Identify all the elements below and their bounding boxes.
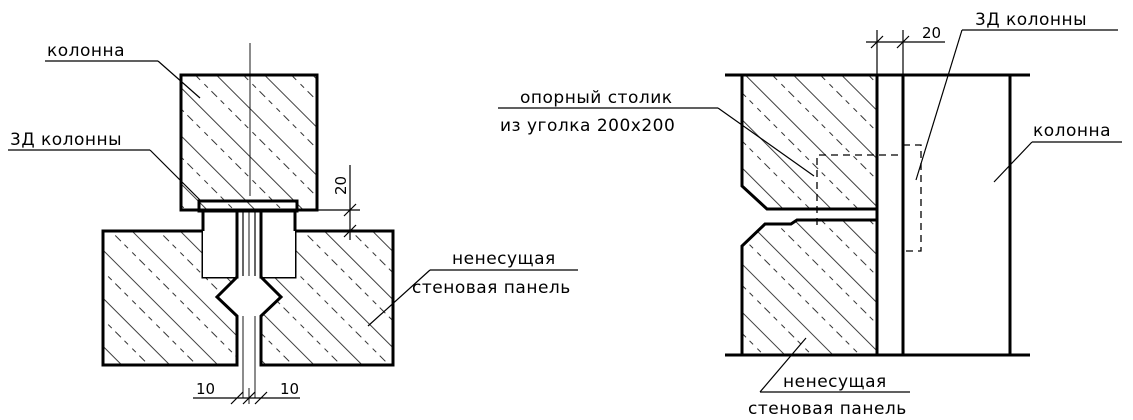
wall-panel-left bbox=[101, 229, 239, 367]
leader-column-right: колонна bbox=[993, 121, 1122, 183]
label-panel-line2-left: стеновая панель bbox=[412, 278, 571, 298]
label-panel-line1-left: ненесущая bbox=[452, 249, 556, 269]
label-panel-line1-right: ненесущая bbox=[783, 372, 887, 392]
leader-column: колонна bbox=[45, 41, 201, 99]
leader-panel-right: ненесущая стеновая панель bbox=[748, 337, 910, 419]
leader-table: опорный столик из уголка 200х200 bbox=[498, 88, 815, 177]
dimension-top-20: 20 bbox=[866, 24, 945, 75]
upper-panel bbox=[740, 75, 877, 211]
label-axis-left: 3Д колонны bbox=[10, 130, 122, 150]
leader-panel-left: ненесущая стеновая панель bbox=[367, 249, 578, 327]
dimension-joint-10-10: 10 10 bbox=[193, 380, 300, 405]
label-column-right: колонна bbox=[1033, 121, 1111, 141]
lower-panel bbox=[740, 218, 877, 355]
dim-gap-text: 20 bbox=[332, 176, 350, 195]
column-section bbox=[179, 73, 319, 212]
dim-right-text: 10 bbox=[280, 380, 299, 398]
leader-axis: 3Д колонны bbox=[8, 130, 202, 202]
column-axis-dashed bbox=[903, 144, 922, 252]
right-view: 20 3Д колонны опорный столик из уголка 2… bbox=[498, 10, 1122, 419]
dim-top-text: 20 bbox=[922, 24, 941, 42]
label-panel-line2-right: стеновая панель bbox=[748, 399, 907, 419]
label-table-line1: опорный столик bbox=[520, 88, 673, 108]
dimension-gap-20: 20 bbox=[317, 165, 393, 240]
label-table-line2: из уголка 200х200 bbox=[500, 116, 675, 136]
left-view: 20 10 10 колонна 3Д колонны ненесущая bbox=[8, 41, 578, 405]
label-column-left: колонна bbox=[47, 41, 125, 61]
label-axis-right: 3Д колонны bbox=[975, 10, 1087, 30]
wall-panel-right bbox=[259, 229, 395, 367]
leader-axis-right: 3Д колонны bbox=[915, 10, 1118, 181]
dim-left-text: 10 bbox=[196, 380, 215, 398]
